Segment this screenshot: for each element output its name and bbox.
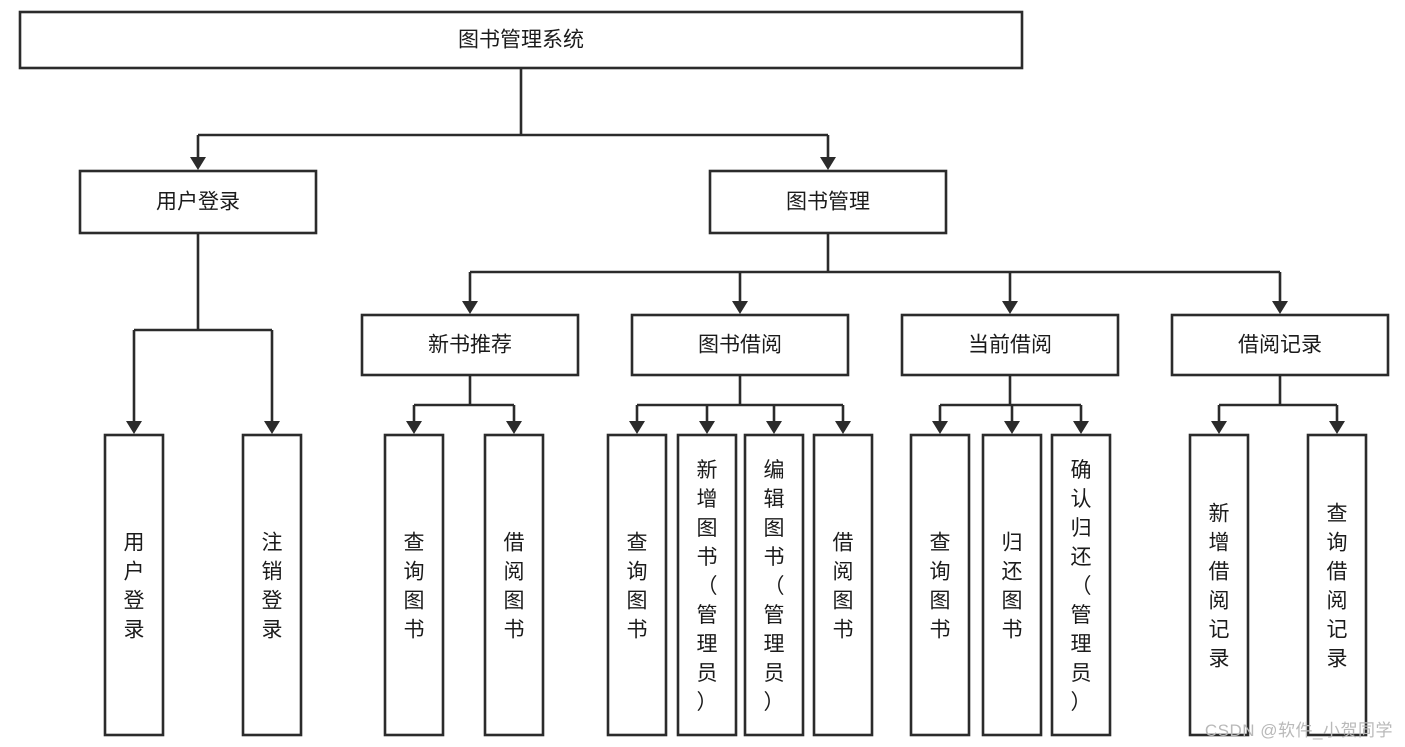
branch-图书借阅-to-leaves — [629, 375, 851, 434]
leaf-7-借阅图书-rect[interactable] — [812, 433, 874, 737]
node-l3-图书借阅[interactable]: 图书借阅 — [630, 313, 850, 377]
node-l2-用户登录[interactable]: 用户登录 — [78, 169, 318, 235]
leaf-8-查询图书-label: 查询图书 — [930, 532, 951, 642]
leaf-1-注销登录-label: 注销登录 — [262, 532, 283, 642]
node-l3-借阅记录-label: 借阅记录 — [1238, 334, 1322, 357]
leaf-2-查询图书-label: 查询图书 — [404, 532, 425, 642]
node-l3-当前借阅-label: 当前借阅 — [968, 334, 1052, 357]
branch-tsgl-to-level3 — [462, 233, 1288, 314]
node-l3-当前借阅[interactable]: 当前借阅 — [900, 313, 1120, 377]
node-root-图书管理系统-label: 图书管理系统 — [458, 29, 584, 52]
node-l3-当前借阅-rect[interactable] — [900, 313, 1120, 377]
leaf-12-查询借阅记录[interactable]: 查询借阅记录 — [1306, 433, 1368, 737]
leaf-7-借阅图书[interactable]: 借阅图书 — [812, 433, 874, 737]
leaf-12-查询借阅记录-rect[interactable] — [1306, 433, 1368, 737]
connectors-layer — [126, 68, 1345, 434]
node-l2-用户登录-label: 用户登录 — [156, 191, 240, 214]
leaf-3-借阅图书[interactable]: 借阅图书 — [483, 433, 545, 737]
leaf-1-注销登录[interactable]: 注销登录 — [241, 433, 303, 737]
leaf-10-确认归还管理员[interactable]: 确认归还（管理员） — [1050, 433, 1112, 737]
leaf-4-查询图书-label: 查询图书 — [627, 532, 648, 642]
branch-当前借阅-to-leaves — [932, 375, 1089, 434]
leaf-4-查询图书[interactable]: 查询图书 — [606, 433, 668, 737]
node-l3-借阅记录[interactable]: 借阅记录 — [1170, 313, 1390, 377]
node-l2-图书管理-label: 图书管理 — [786, 191, 870, 214]
csdn-watermark: CSDN @软件_小贺同学 — [1204, 721, 1393, 740]
node-root-图书管理系统-rect[interactable] — [18, 10, 1024, 70]
leaf-0-用户登录-rect[interactable] — [103, 433, 165, 737]
leaf-8-查询图书[interactable]: 查询图书 — [909, 433, 971, 737]
node-root-图书管理系统[interactable]: 图书管理系统 — [18, 10, 1024, 70]
leaf-10-确认归还管理员-rect[interactable] — [1050, 433, 1112, 737]
nodes-layer: 图书管理系统用户登录图书管理新书推荐图书借阅当前借阅借阅记录用户登录注销登录查询… — [18, 10, 1390, 737]
leaf-9-归还图书-rect[interactable] — [981, 433, 1043, 737]
node-l2-图书管理-rect[interactable] — [708, 169, 948, 235]
leaf-11-新增借阅记录[interactable]: 新增借阅记录 — [1188, 433, 1250, 737]
leaf-3-借阅图书-label: 借阅图书 — [504, 532, 525, 642]
leaf-5-新增图书管理员-rect[interactable] — [676, 433, 738, 737]
node-l2-用户登录-rect[interactable] — [78, 169, 318, 235]
leaf-7-借阅图书-label: 借阅图书 — [833, 532, 854, 642]
leaf-2-查询图书-rect[interactable] — [383, 433, 445, 737]
leaf-0-用户登录[interactable]: 用户登录 — [103, 433, 165, 737]
branch-借阅记录-to-leaves — [1211, 375, 1345, 434]
leaf-12-查询借阅记录-label: 查询借阅记录 — [1327, 503, 1348, 671]
leaf-11-新增借阅记录-rect[interactable] — [1188, 433, 1250, 737]
node-l3-借阅记录-rect[interactable] — [1170, 313, 1390, 377]
branch-新书推荐-to-leaves — [406, 375, 522, 434]
leaf-10-确认归还管理员-label: 确认归还（管理员） — [1071, 459, 1092, 714]
leaf-2-查询图书[interactable]: 查询图书 — [383, 433, 445, 737]
node-l3-新书推荐[interactable]: 新书推荐 — [360, 313, 580, 377]
leaf-9-归还图书[interactable]: 归还图书 — [981, 433, 1043, 737]
leaf-5-新增图书管理员-label: 新增图书（管理员） — [697, 459, 718, 714]
node-l3-新书推荐-rect[interactable] — [360, 313, 580, 377]
leaf-9-归还图书-label: 归还图书 — [1002, 532, 1023, 642]
leaf-6-编辑图书管理员-rect[interactable] — [743, 433, 805, 737]
leaf-8-查询图书-rect[interactable] — [909, 433, 971, 737]
leaf-6-编辑图书管理员-label: 编辑图书（管理员） — [764, 459, 785, 714]
leaf-11-新增借阅记录-label: 新增借阅记录 — [1209, 503, 1230, 671]
branch-root-to-level2 — [190, 68, 836, 170]
node-l3-图书借阅-label: 图书借阅 — [698, 334, 782, 357]
node-l2-图书管理[interactable]: 图书管理 — [708, 169, 948, 235]
branch-用户登录-to-leaves — [126, 233, 280, 434]
leaf-1-注销登录-rect[interactable] — [241, 433, 303, 737]
leaf-4-查询图书-rect[interactable] — [606, 433, 668, 737]
node-l3-图书借阅-rect[interactable] — [630, 313, 850, 377]
node-l3-新书推荐-label: 新书推荐 — [428, 334, 512, 357]
leaf-6-编辑图书管理员[interactable]: 编辑图书（管理员） — [743, 433, 805, 737]
leaf-0-用户登录-label: 用户登录 — [124, 532, 145, 642]
leaf-5-新增图书管理员[interactable]: 新增图书（管理员） — [676, 433, 738, 737]
leaf-3-借阅图书-rect[interactable] — [483, 433, 545, 737]
